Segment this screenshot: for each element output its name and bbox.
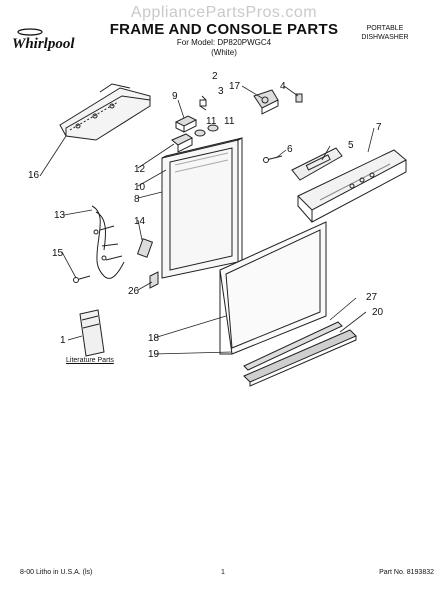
callout-7: 7	[376, 122, 382, 133]
part-20-bottom-trim	[243, 329, 357, 387]
part-1-literature	[79, 309, 105, 357]
part-4-bumper	[295, 93, 303, 103]
part-6-screw	[263, 155, 283, 163]
callout-27: 27	[366, 292, 378, 303]
part-5-control-board	[291, 147, 343, 181]
callout-12: 12	[134, 164, 146, 175]
product-type-line1: PORTABLE	[366, 25, 404, 32]
callout-14: 14	[134, 216, 146, 227]
variant-line: (White)	[211, 48, 237, 57]
footer-litho: 8-00 Litho in U.S.A. (ls)	[20, 569, 93, 576]
callout-8: 8	[134, 194, 140, 205]
callout-4: 4	[280, 81, 286, 92]
callout-20: 20	[372, 307, 384, 318]
callout-18: 18	[148, 333, 160, 344]
callout-6: 6	[287, 144, 293, 155]
part-16-bracket	[59, 83, 151, 141]
brand-name: Whirlpool	[12, 36, 75, 52]
footer-part-number: Part No. 8193832	[379, 569, 434, 576]
product-type-line2: DISHWASHER	[361, 34, 409, 41]
callout-17: 17	[229, 81, 241, 92]
part-11-clips	[194, 124, 219, 137]
watermark: AppliancePartsPros.com	[130, 4, 318, 21]
callout-11a: 11	[206, 116, 217, 127]
part-26-clip	[149, 271, 159, 289]
callout-11b: 11	[224, 116, 235, 127]
part-7-console-panel	[297, 149, 407, 223]
callout-19: 19	[148, 349, 160, 360]
part-14-switch	[136, 238, 154, 258]
leader-lines	[39, 85, 375, 355]
part-8-door-frame	[161, 137, 243, 279]
part-17-hinge	[253, 89, 279, 115]
callout-15: 15	[52, 248, 64, 259]
page-title: FRAME AND CONSOLE PARTS	[109, 21, 339, 38]
footer-page-number: 1	[221, 569, 225, 576]
callout-13: 13	[54, 210, 66, 221]
part-12-switch	[171, 133, 193, 153]
callout-16: 16	[28, 170, 40, 181]
callout-2: 2	[212, 71, 218, 82]
callout-5: 5	[348, 140, 354, 151]
callout-10: 10	[134, 182, 146, 193]
model-line: For Model: DP820PWGC4	[176, 38, 272, 47]
part-27-trim	[243, 321, 343, 371]
part-13-wire-harness	[91, 205, 125, 279]
callout-26: 26	[128, 286, 140, 297]
part-15-screw	[73, 275, 91, 283]
callout-3: 3	[218, 86, 224, 97]
callout-1: 1	[60, 335, 66, 346]
part-18-door-panel	[219, 221, 327, 355]
part-2-3-screws	[199, 95, 207, 111]
callout-9: 9	[172, 91, 178, 102]
part-9-latch	[174, 115, 198, 133]
whirlpool-logo: Whirlpool	[12, 28, 75, 52]
literature-parts-label: Literature Parts	[66, 357, 114, 364]
product-type: PORTABLE DISHWASHER	[350, 24, 420, 42]
